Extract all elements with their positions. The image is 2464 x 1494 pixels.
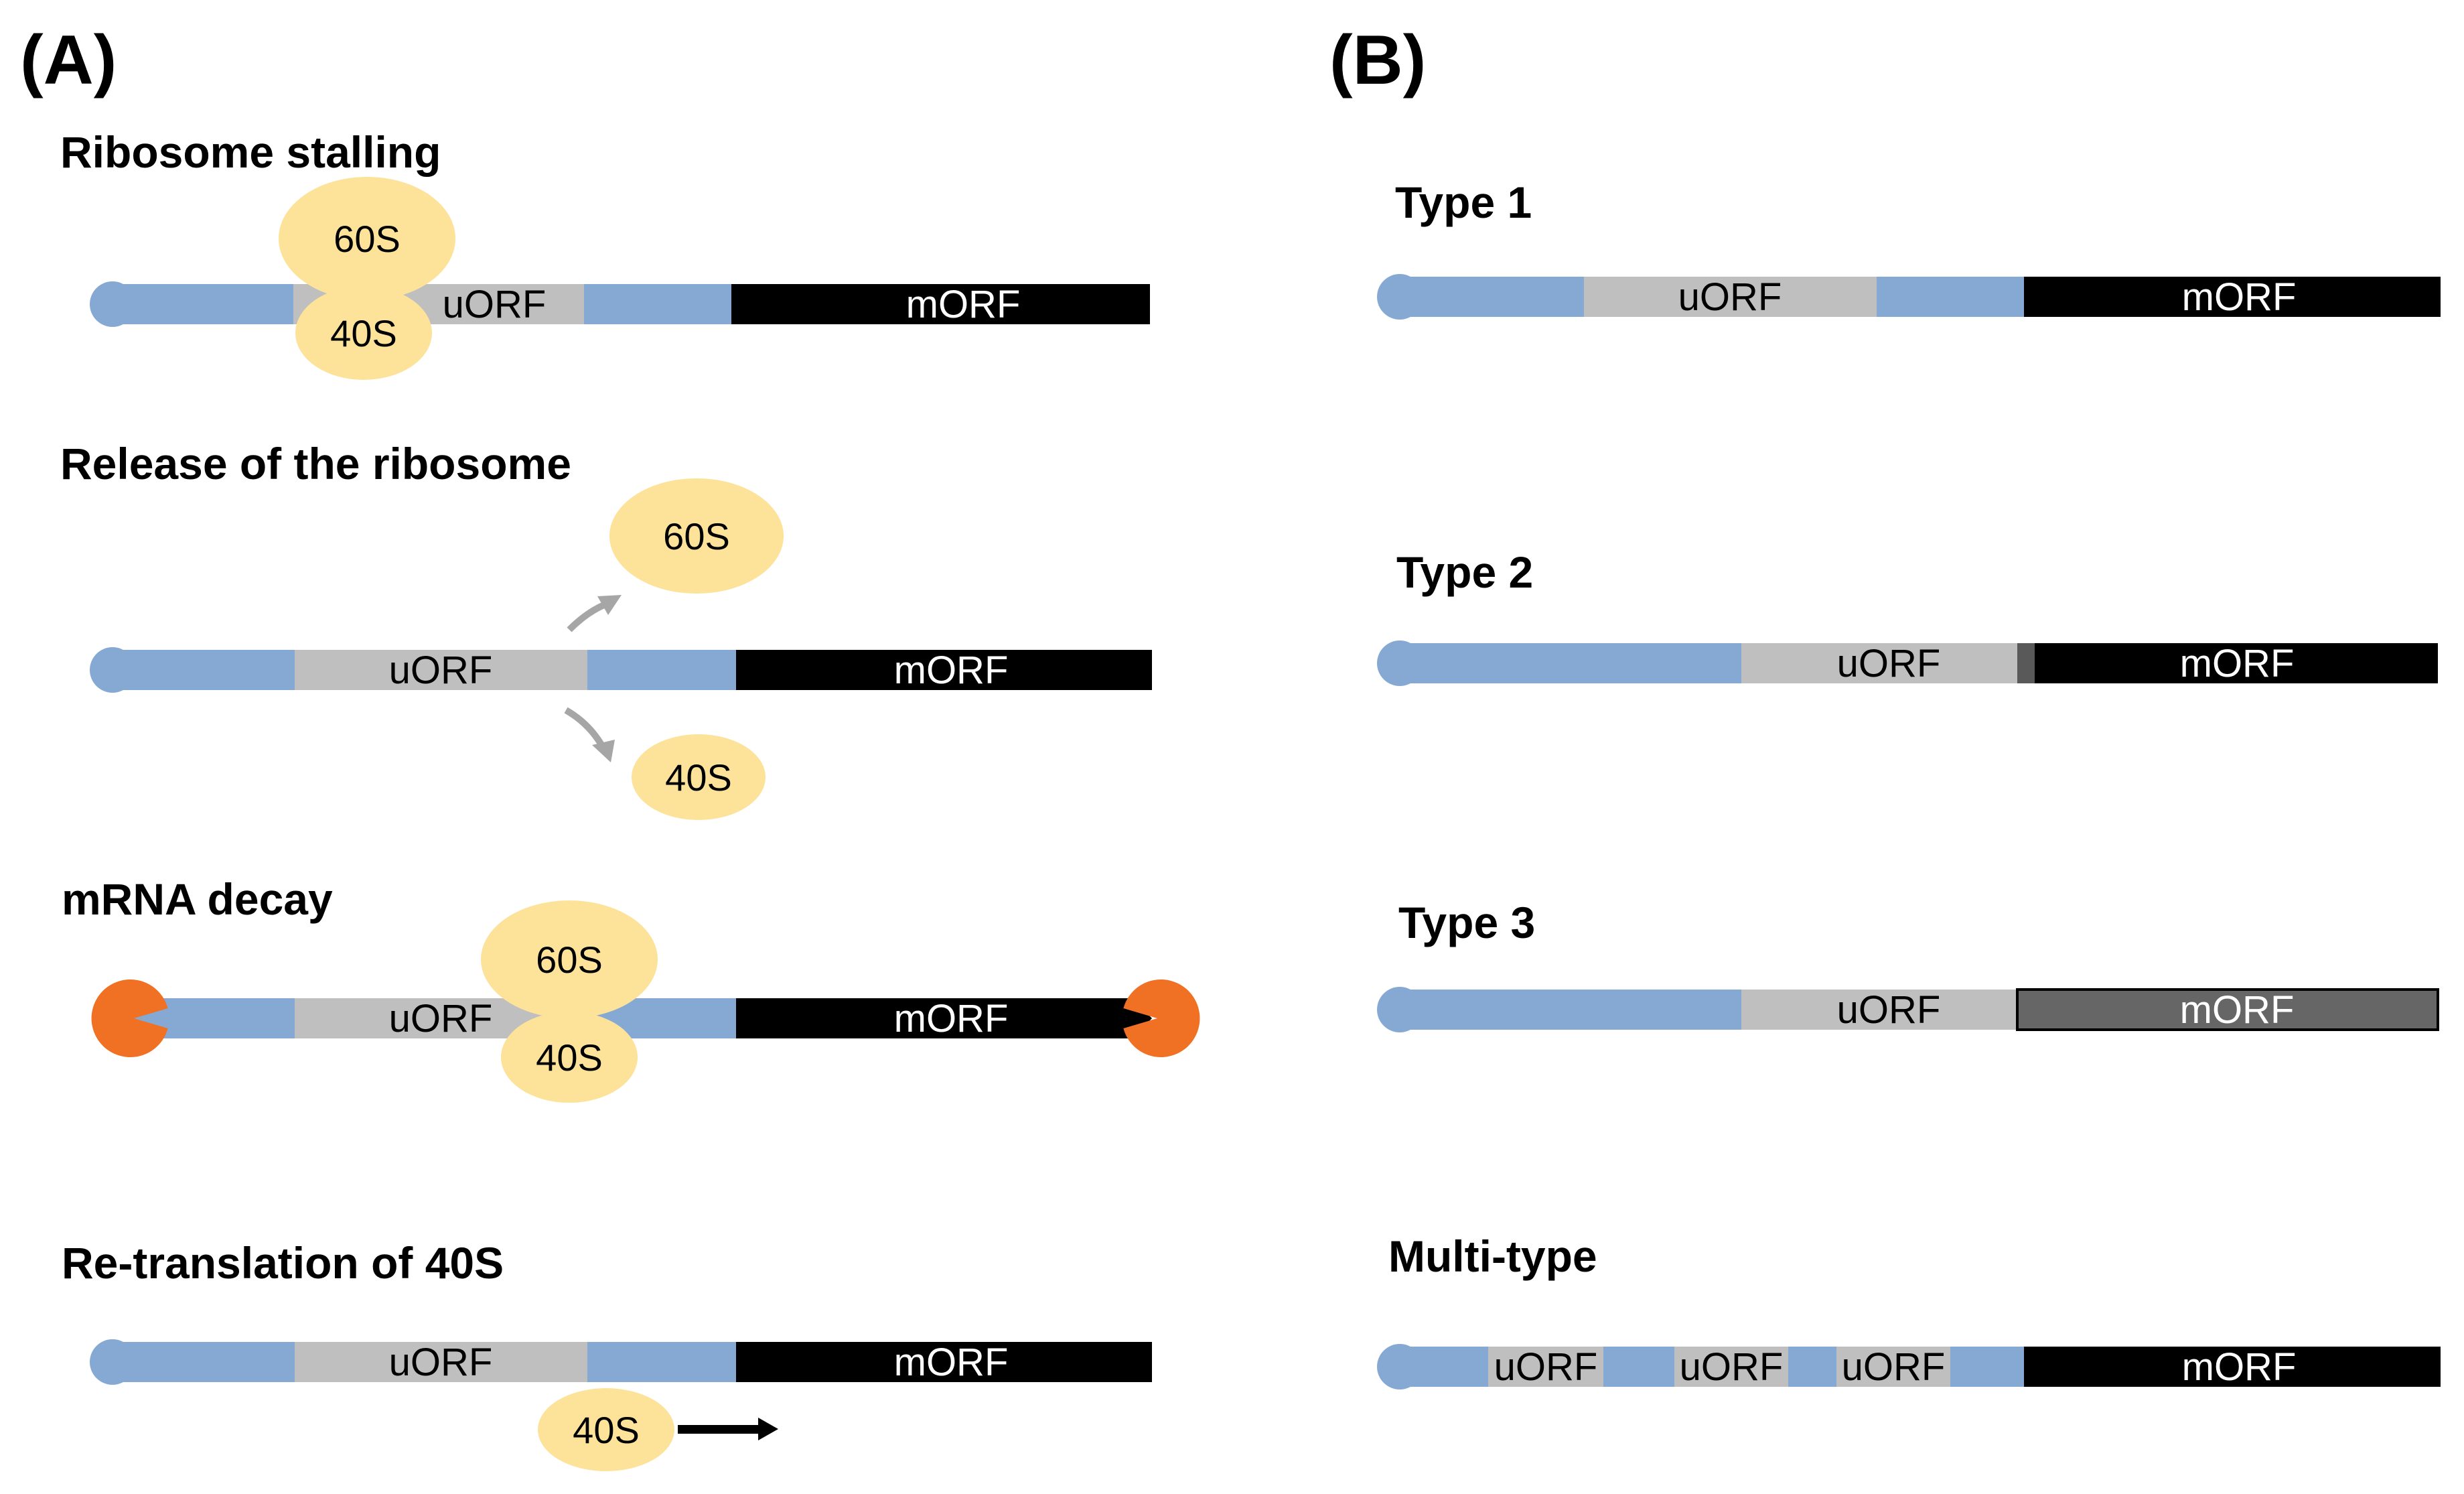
utr5-segment xyxy=(1400,1347,1488,1387)
section-mrna-decay: mRNA decay uORF mORF 60S 40S xyxy=(62,874,1200,1103)
morf-label: mORF xyxy=(2182,1345,2297,1389)
uorf-segment xyxy=(1584,277,1877,317)
uorf-label: uORF xyxy=(1680,1345,1784,1389)
section-ribosome-stalling: Ribosome stalling mORF 60S 40S uORF xyxy=(60,127,1150,380)
ribosome-40s-label: 40S xyxy=(573,1409,640,1451)
ribosome-40s xyxy=(501,1012,638,1103)
morf-label: mORF xyxy=(894,997,1009,1040)
utr5-segment xyxy=(1400,990,1741,1030)
release-arrow-down xyxy=(564,707,606,749)
release-arrow-up xyxy=(567,600,611,632)
morf-segment xyxy=(731,284,1150,324)
ribosome-60s xyxy=(481,900,658,1018)
exonuclease-5prime-icon xyxy=(91,979,168,1058)
morf-segment xyxy=(2035,643,2438,683)
morf-label: mORF xyxy=(894,1341,1009,1384)
section-title: Type 1 xyxy=(1395,178,1532,227)
section-release-of-ribosome: Release of the ribosome 60S uORF mORF 40… xyxy=(60,439,1152,820)
uorf-label: uORF xyxy=(389,1341,493,1384)
utr5-segment xyxy=(113,1342,295,1382)
morf-segment xyxy=(2024,1347,2441,1387)
utr5-segment xyxy=(113,284,293,324)
spacer-segment xyxy=(1788,1347,1836,1387)
section-title: Ribosome stalling xyxy=(60,127,441,177)
intercistronic-segment xyxy=(1877,277,2024,317)
section-title: Re-translation of 40S xyxy=(62,1238,504,1288)
morf-label: mORF xyxy=(894,649,1009,692)
type-3: Type 3 uORF mORF xyxy=(1377,898,2439,1032)
utr5-segment xyxy=(113,650,295,690)
section-title: Release of the ribosome xyxy=(60,439,571,488)
section-title: mRNA decay xyxy=(62,874,333,924)
uorf-segment xyxy=(295,1342,587,1382)
exonuclease-3prime-icon xyxy=(1123,979,1200,1058)
mrna-strand: uORF mORF xyxy=(90,647,1152,693)
overlap-segment xyxy=(2017,643,2035,683)
morf-segment xyxy=(736,998,1152,1038)
spacer-segment xyxy=(1950,1347,2024,1387)
section-re-translation: Re-translation of 40S uORF mORF 40S xyxy=(62,1238,1152,1471)
section-title: Type 3 xyxy=(1398,898,1535,947)
type-1: Type 1 uORF mORF xyxy=(1377,178,2441,320)
morf-segment xyxy=(736,1342,1152,1382)
section-title: Type 2 xyxy=(1396,547,1533,597)
intercistronic-segment xyxy=(587,650,736,690)
ribosome-40s-label: 40S xyxy=(536,1036,603,1079)
uorf-label: uORF xyxy=(1837,642,1941,685)
morf-label: mORF xyxy=(2180,988,2295,1032)
mrna-strand: uORF mORF xyxy=(113,997,1152,1040)
mrna-strand: uORF mORF xyxy=(90,1339,1152,1385)
uorf-label: uORF xyxy=(389,649,493,692)
utr5-segment xyxy=(1400,277,1584,317)
uorf-segment xyxy=(1741,990,2017,1030)
ribosome-40s-label: 40S xyxy=(330,312,397,354)
intercistronic-segment xyxy=(587,1342,736,1382)
morf-segment xyxy=(2024,277,2441,317)
section-title: Multi-type xyxy=(1388,1231,1597,1281)
uorf-label: uORF xyxy=(1678,275,1782,319)
ribosome-60s-label: 60S xyxy=(334,218,401,260)
morf-label: mORF xyxy=(906,283,1021,326)
type-2: Type 2 uORF mORF xyxy=(1377,547,2438,686)
ribosome-60s xyxy=(279,177,455,300)
mrna-strand: mORF xyxy=(90,281,1150,327)
ribosome-40s xyxy=(295,286,432,380)
ribosome-40s xyxy=(632,734,766,820)
spacer-segment xyxy=(1603,1347,1674,1387)
morf-label: mORF xyxy=(2182,275,2297,319)
multi-type: Multi-type uORF uORF uORF mORF xyxy=(1377,1231,2441,1389)
uorf-segment xyxy=(1488,1347,1603,1387)
uorf-label: uORF xyxy=(1494,1345,1598,1389)
morf-segment xyxy=(2016,988,2439,1031)
uorf-segment xyxy=(1674,1347,1788,1387)
release-arrowhead-up xyxy=(597,595,622,615)
morf-label: mORF xyxy=(2180,642,2295,685)
release-arrowhead-down xyxy=(592,740,615,762)
scanning-arrow-head xyxy=(758,1418,778,1440)
ribosome-40s-label: 40S xyxy=(665,756,732,799)
morf-segment xyxy=(736,650,1152,690)
ribosome-60s xyxy=(609,478,784,594)
intercistronic-segment xyxy=(584,284,731,324)
panel-a-label: (A) xyxy=(20,21,117,99)
utr5-segment xyxy=(1400,643,1741,683)
uorf-segment xyxy=(1836,1347,1950,1387)
uorf-label: uORF xyxy=(1842,1345,1946,1389)
ribosome-40s xyxy=(538,1388,674,1471)
ribosome-60s-label: 60S xyxy=(536,939,603,981)
uorf-label: uORF xyxy=(1837,988,1941,1032)
uorf-segment xyxy=(1741,643,2017,683)
panel-b-label: (B) xyxy=(1329,21,1426,99)
ribosome-60s-label: 60S xyxy=(663,515,730,557)
scanning-arrow-shaft xyxy=(678,1425,759,1434)
uorf-label: uORF xyxy=(443,283,547,326)
uorf-segment xyxy=(295,650,587,690)
uorf-label: uORF xyxy=(389,997,493,1040)
